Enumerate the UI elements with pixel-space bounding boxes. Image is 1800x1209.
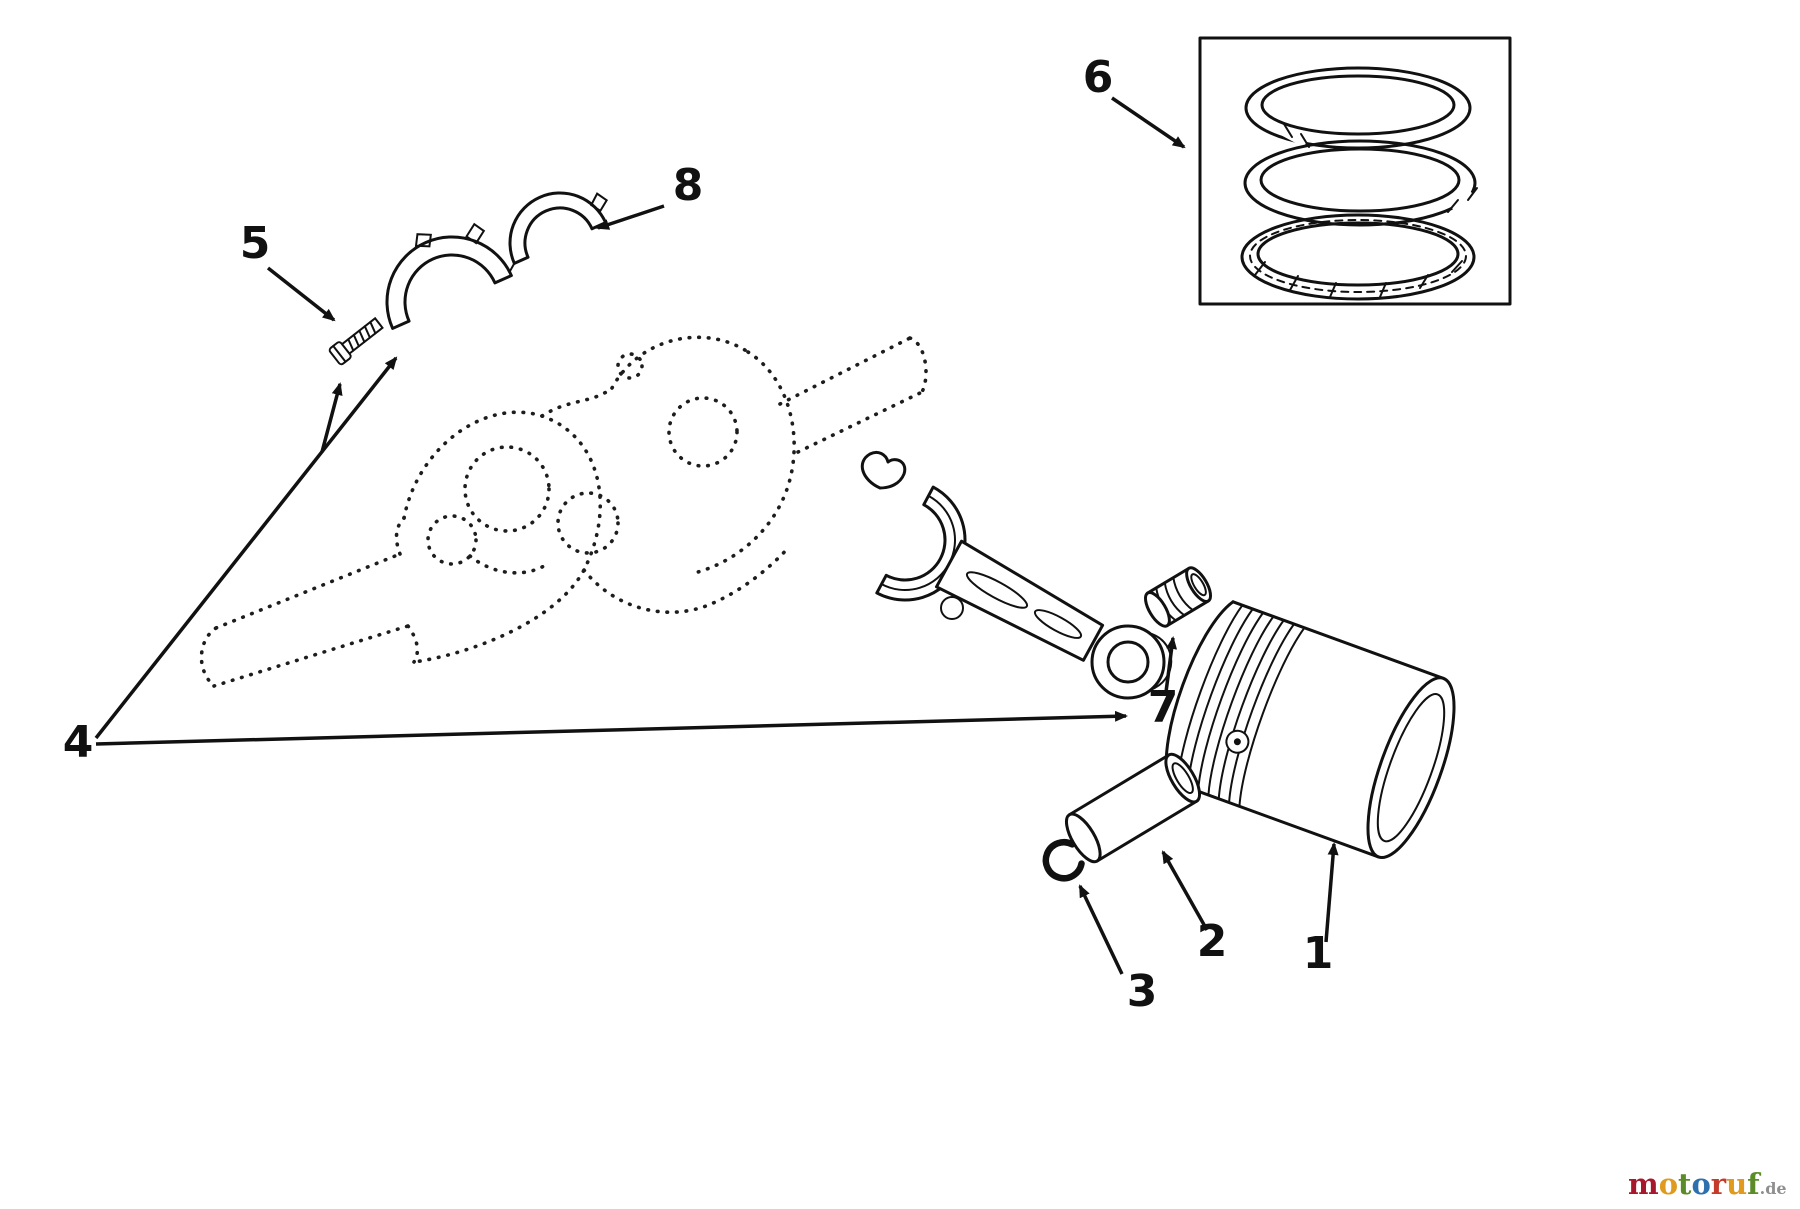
- arrow-5: [266, 266, 336, 322]
- ring-set-box: [1198, 36, 1512, 306]
- arrow-4b: [95, 710, 1128, 746]
- arrow-4c: [320, 382, 343, 453]
- piston: [1164, 600, 1456, 860]
- callout-8-label: 8: [673, 160, 704, 211]
- crankshaft-ghost: [199, 335, 928, 688]
- callout-2-label: 2: [1197, 916, 1228, 967]
- piston-pin: [1064, 752, 1202, 864]
- callout-3-label: 3: [1127, 966, 1158, 1017]
- watermark-letter: r: [1711, 1167, 1727, 1201]
- bearing-half-shell-upper: [508, 191, 609, 274]
- callout-6-label: 6: [1083, 52, 1114, 103]
- arrow-6: [1111, 96, 1186, 149]
- small-end-bushing: [1143, 566, 1213, 628]
- piston-ring-set: [1198, 36, 1512, 306]
- callout-7-label: 7: [1148, 682, 1179, 733]
- arrow-7: [1164, 636, 1178, 693]
- screw: [328, 316, 384, 366]
- watermark-letter: u: [1726, 1167, 1747, 1201]
- watermark-letter: t: [1678, 1167, 1692, 1201]
- watermark-letter: f: [1747, 1167, 1762, 1201]
- bearing-shell-large: [385, 222, 513, 330]
- arrow-2: [1161, 850, 1209, 931]
- arrow-8: [596, 204, 665, 230]
- pin-retaining-ring: [1042, 839, 1085, 882]
- watermark-logo[interactable]: motoruf.de: [1628, 1167, 1787, 1201]
- connecting-rod: [860, 450, 1173, 700]
- watermark-letter: o: [1659, 1167, 1678, 1201]
- watermark-suffix: .de: [1760, 1179, 1787, 1198]
- watermark-letter: m: [1628, 1167, 1659, 1201]
- arrow-3: [1078, 884, 1124, 975]
- arrow-1: [1324, 842, 1339, 943]
- callout-1-label: 1: [1303, 928, 1334, 979]
- callout-4-label: 4: [63, 717, 94, 768]
- callout-5-label: 5: [240, 218, 271, 269]
- arrow-4a: [94, 356, 398, 740]
- callout-arrows: [94, 96, 1339, 975]
- watermark-letter: o: [1691, 1167, 1710, 1201]
